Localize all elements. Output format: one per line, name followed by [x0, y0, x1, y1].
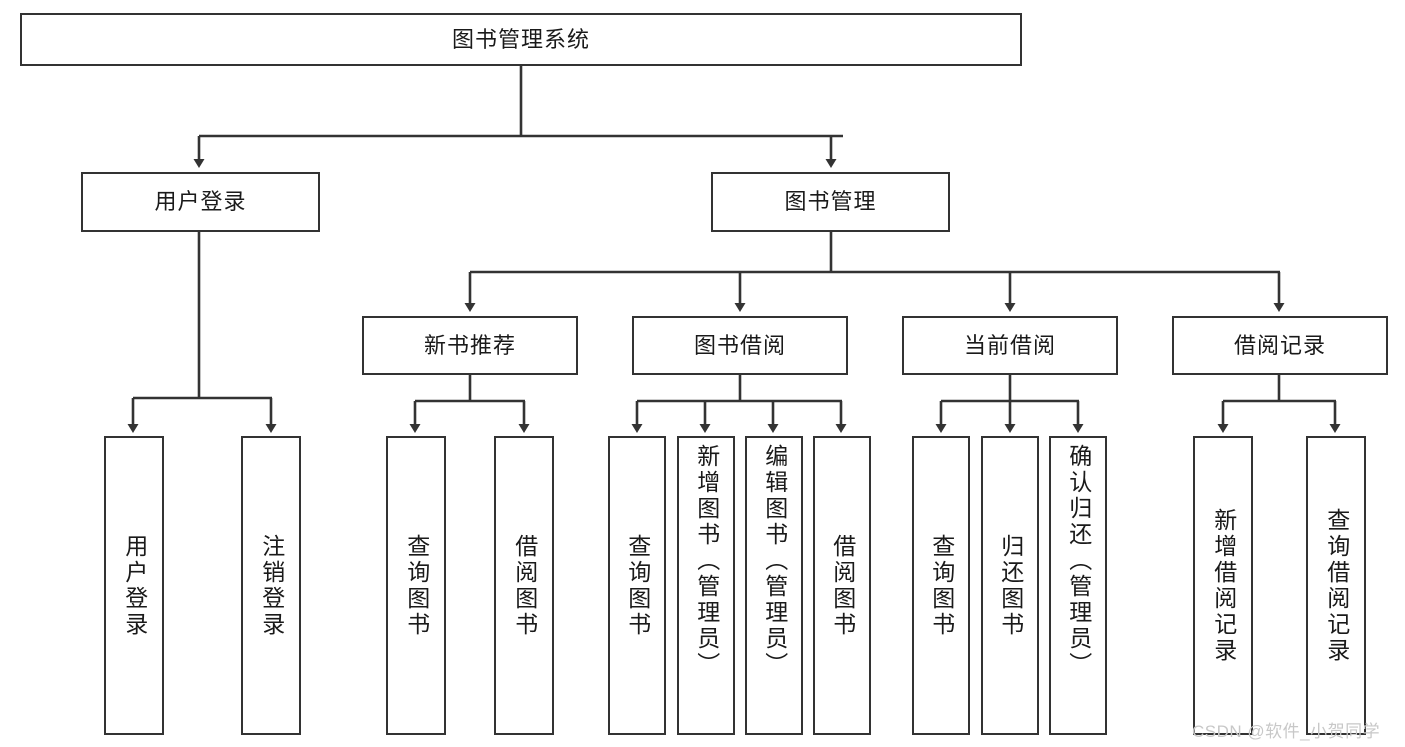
- leaf-user-login-signin[interactable]: 用户登录: [104, 436, 164, 735]
- node-borrow-record-label: 借阅记录: [1233, 332, 1326, 358]
- leaf-recommend-query-book-label: 查询图书: [403, 533, 430, 638]
- node-book-borrow-label: 图书借阅: [693, 332, 786, 358]
- node-book-borrow[interactable]: 图书借阅: [632, 316, 848, 375]
- node-book-management-label: 图书管理: [784, 189, 877, 215]
- node-user-login-label: 用户登录: [154, 189, 247, 215]
- leaf-borrow-add-book-label: 新增图书（管理员）: [693, 444, 720, 678]
- leaf-borrow-borrow-book-label: 借阅图书: [829, 533, 856, 638]
- csdn-watermark: CSDN @软件_小贺同学: [1192, 722, 1381, 741]
- leaf-borrow-edit-book[interactable]: 编辑图书（管理员）: [745, 436, 803, 735]
- leaf-record-query-record-label: 查询借阅记录: [1323, 507, 1350, 664]
- leaf-user-login-signout-label: 注销登录: [258, 533, 285, 638]
- node-book-management[interactable]: 图书管理: [711, 172, 950, 232]
- node-new-book-recommend-label: 新书推荐: [423, 332, 516, 358]
- leaf-recommend-borrow-book[interactable]: 借阅图书: [494, 436, 554, 735]
- leaf-current-return-book-label: 归还图书: [997, 533, 1024, 638]
- node-current-borrow-label: 当前借阅: [963, 332, 1056, 358]
- leaf-user-login-signin-label: 用户登录: [121, 533, 148, 638]
- leaf-current-query-book[interactable]: 查询图书: [912, 436, 970, 735]
- leaf-current-query-book-label: 查询图书: [928, 533, 955, 638]
- leaf-current-return-book[interactable]: 归还图书: [981, 436, 1039, 735]
- leaf-borrow-edit-book-label: 编辑图书（管理员）: [761, 444, 788, 678]
- node-root-label: 图书管理系统: [451, 26, 590, 52]
- leaf-borrow-query-book-label: 查询图书: [624, 533, 651, 638]
- leaf-borrow-query-book[interactable]: 查询图书: [608, 436, 666, 735]
- leaf-record-query-record[interactable]: 查询借阅记录: [1306, 436, 1366, 735]
- leaf-record-add-record[interactable]: 新增借阅记录: [1193, 436, 1253, 735]
- leaf-borrow-borrow-book[interactable]: 借阅图书: [813, 436, 871, 735]
- node-borrow-record[interactable]: 借阅记录: [1172, 316, 1388, 375]
- leaf-user-login-signout[interactable]: 注销登录: [241, 436, 301, 735]
- node-user-login[interactable]: 用户登录: [81, 172, 320, 232]
- leaf-record-add-record-label: 新增借阅记录: [1210, 507, 1237, 664]
- node-current-borrow[interactable]: 当前借阅: [902, 316, 1118, 375]
- node-root[interactable]: 图书管理系统: [20, 13, 1022, 66]
- leaf-current-confirm-return-label: 确认归还（管理员）: [1065, 444, 1092, 678]
- leaf-recommend-query-book[interactable]: 查询图书: [386, 436, 446, 735]
- leaf-borrow-add-book[interactable]: 新增图书（管理员）: [677, 436, 735, 735]
- node-new-book-recommend[interactable]: 新书推荐: [362, 316, 578, 375]
- leaf-current-confirm-return[interactable]: 确认归还（管理员）: [1049, 436, 1107, 735]
- leaf-recommend-borrow-book-label: 借阅图书: [511, 533, 538, 638]
